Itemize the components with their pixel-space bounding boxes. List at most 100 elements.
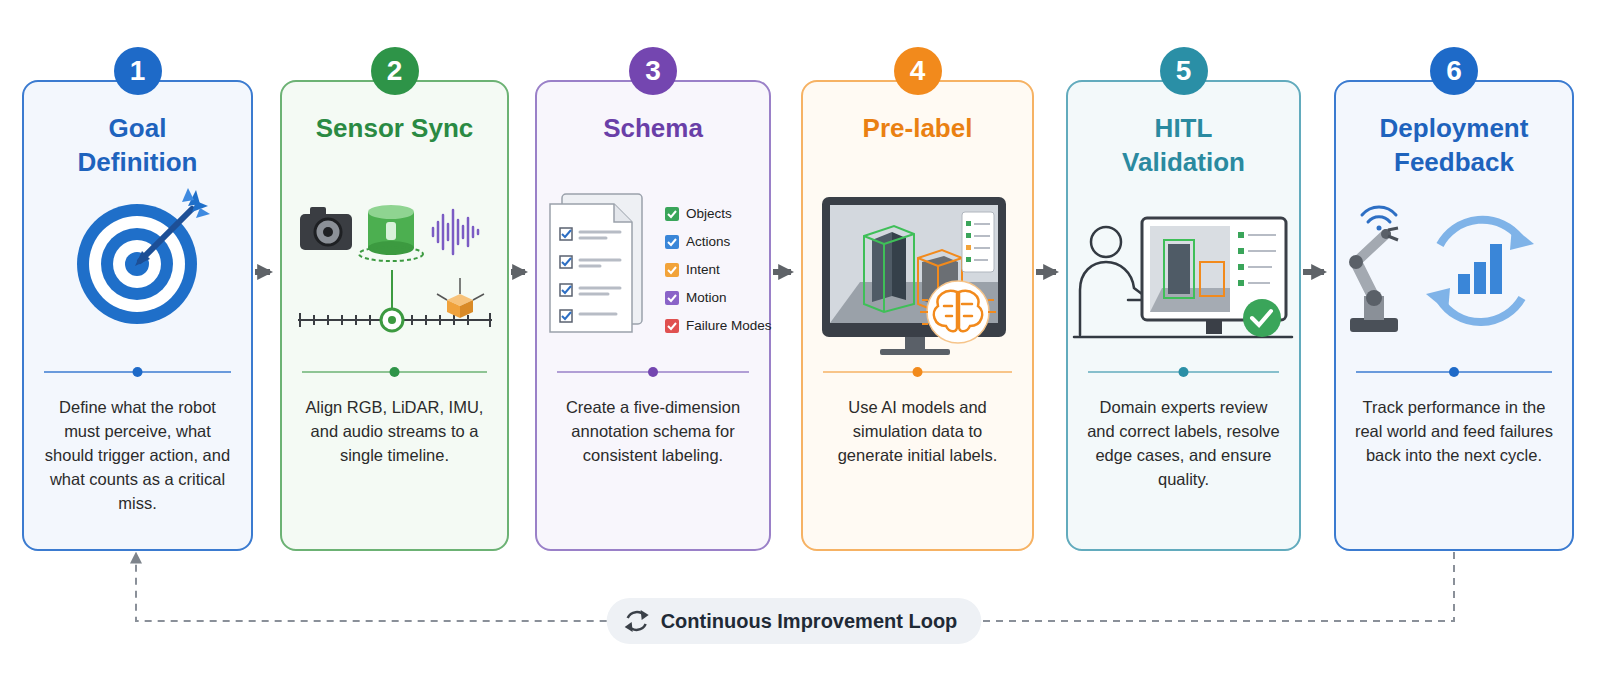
schema-document-part [560,228,572,322]
feedback-cycle-part [1440,298,1522,322]
review-monitor-part-part [1248,266,1272,268]
card-fill [280,80,509,551]
divider-dot [1449,367,1459,377]
target-icon-part [196,208,210,218]
timeline-part [313,315,315,325]
divider-dot [133,367,143,377]
prelabel-monitor-part-part [974,235,990,237]
dimension-checkboxes-part-part [668,323,676,329]
prelabel-monitor-part-part [966,245,971,250]
feedback-cycle [1426,220,1534,322]
camera-icon-part [310,207,326,216]
robot-arm-part [1349,255,1363,269]
divider-dot [1179,367,1189,377]
prelabel-monitor-part-part [918,258,938,266]
imu-icon-part [459,278,461,294]
audio-waveform-part [437,222,440,242]
schema-document-part-part [580,313,616,316]
timeline-part [369,315,371,325]
audio-waveform-part [442,215,445,249]
dimension-label: Failure Modes [686,318,772,334]
ai-brain-icon-part [927,281,989,343]
audio-waveform-part [462,226,465,238]
timeline-part [381,309,403,331]
prelabel-monitor-part-part [883,244,885,312]
schema-document-part [562,230,571,319]
ai-brain-icon-part [920,300,996,324]
step-title: Goal Definition [58,111,218,179]
dimension-checkboxes [665,207,679,333]
dimension-label: Intent [686,262,720,278]
audio-waveform-part [477,230,480,234]
process-card: 3SchemaCreate a five-dimension annotatio… [535,80,771,551]
dimension-checkboxes-part-part [668,295,676,301]
schema-document-part-part [562,230,571,237]
card-fill [1066,80,1301,551]
schema-document-part-part [560,284,572,296]
loop-label: Continuous Improvement Loop [661,609,958,633]
timeline-part [439,315,441,325]
prelabel-monitor-part-part [974,223,990,225]
prelabel-monitor [822,197,1006,355]
robot-arm-part [1388,228,1398,240]
robot-arm [1349,228,1398,332]
step-title: Pre-label [838,111,998,145]
audio-waveform-part [467,218,470,246]
step-description: Domain experts review and correct labels… [1068,395,1299,491]
step-description: Use AI models and simulation data to gen… [803,395,1032,467]
wifi-icon [1362,207,1396,231]
timeline-part [453,315,455,325]
audio-waveform-part [452,210,455,254]
divider-dot [913,367,923,377]
feedback-cycle-part [1510,226,1534,250]
ai-brain-icon-part [934,291,982,331]
timeline-part [467,315,469,325]
timeline-part [341,315,343,325]
prelabel-monitor-part [892,232,906,300]
divider-dot [648,367,658,377]
dimension-checkboxes-part [665,291,679,305]
timeline-part [299,313,301,327]
review-monitor-part-part [1238,232,1244,238]
schema-document-part [614,204,632,222]
review-monitor-part [1164,240,1194,298]
step-description: Align RGB, LiDAR, IMU, and audio streams… [282,395,507,467]
process-card: 1Goal DefinitionDefine what the robot mu… [22,80,253,551]
lidar-icon-part [386,222,396,240]
step-number: 4 [894,47,942,95]
review-monitor-part [1150,226,1230,312]
dimension-label: Actions [686,234,730,250]
flow-arrow [1036,269,1056,275]
lidar-icon [359,205,423,261]
robot-arm-part [1350,318,1398,332]
review-monitor-part [1168,244,1190,294]
timeline-part [388,316,396,324]
step-number: 5 [1160,47,1208,95]
step-number: 2 [371,47,419,95]
review-monitor-part-part [1238,248,1244,254]
loop-connector [136,554,607,621]
step-number: 6 [1430,47,1478,95]
step-number: 1 [114,47,162,95]
schema-document-part-part [560,256,572,268]
loop-pill: Continuous Improvement Loop [607,598,982,644]
audio-waveform-part [447,224,450,240]
divider-dot [390,367,400,377]
ai-brain-icon [920,281,996,343]
ai-brain-icon-part-part [922,323,928,325]
schema-document-part [580,232,620,314]
target-icon-part [140,209,192,261]
step-number: 3 [629,47,677,95]
schema-document-part-part [580,237,606,240]
loop-connector [981,552,1454,621]
prelabel-monitor-part-part [966,221,971,226]
process-card: 4Pre-labelUse AI models and simulation d… [801,80,1034,551]
schema-document-part-part [580,259,620,262]
timeline-part [391,270,393,309]
wifi-icon-part [1368,217,1390,222]
wifi-icon-part [1362,207,1396,215]
dimension-label: Motion [686,290,727,306]
feedback-cycle-part [1426,288,1450,312]
